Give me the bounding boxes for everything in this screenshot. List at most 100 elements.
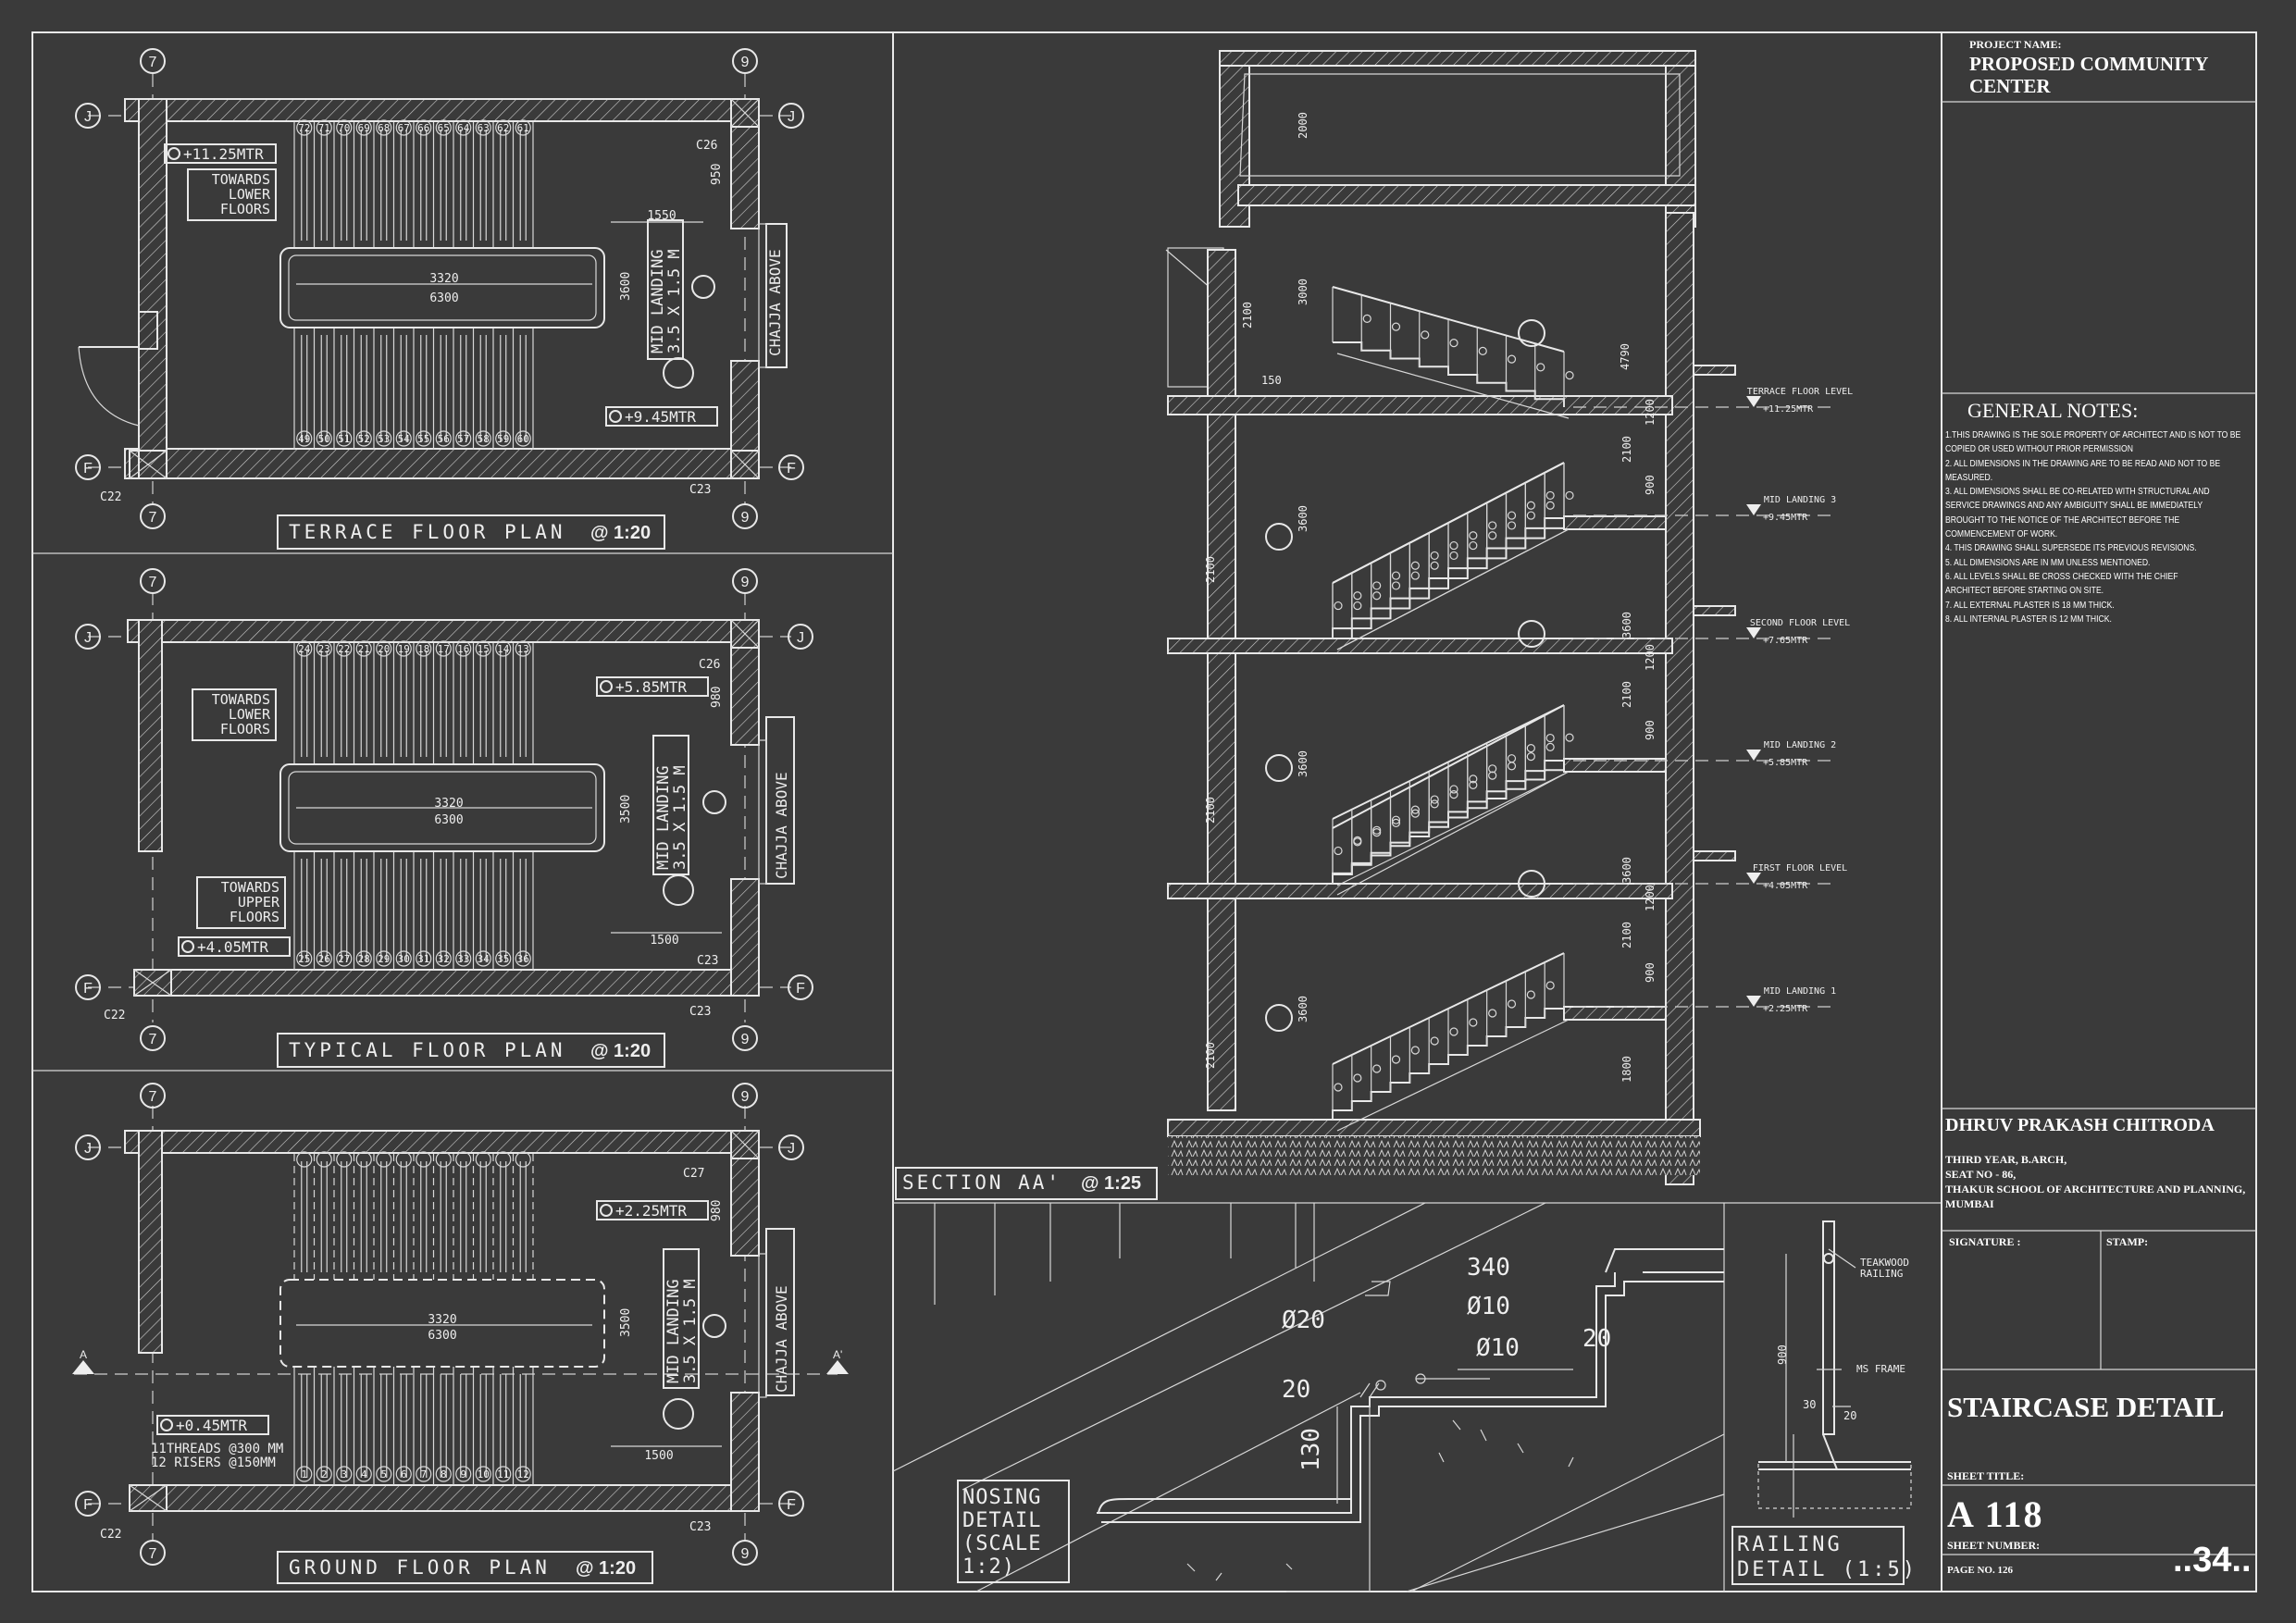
nosing-detail: 340 Ø10 Ø10 Ø20 20 20 130 NOSING DETAIL … <box>892 1202 1725 1592</box>
svg-text:J: J <box>84 630 92 646</box>
step-number: 10 <box>478 1468 490 1481</box>
svg-text:2100: 2100 <box>1204 1042 1217 1069</box>
svg-text:7: 7 <box>149 1032 157 1047</box>
step-number: 34 <box>478 953 490 965</box>
svg-text:MID LANDING: MID LANDING <box>664 1279 683 1383</box>
svg-text:TEAKWOOD: TEAKWOOD <box>1860 1257 1909 1269</box>
level-value: +4.05MTR <box>1763 881 1808 891</box>
step-number: 13 <box>517 643 529 655</box>
railing-detail: TEAKWOOD RAILING MS FRAME 900 30 20 RAIL… <box>1731 1220 1915 1585</box>
step-number: 29 <box>378 953 390 965</box>
step-number: 70 <box>338 122 350 134</box>
step-number: 61 <box>517 122 529 134</box>
step-number: 53 <box>378 433 390 445</box>
step-number: 8 <box>441 1468 447 1481</box>
svg-text:J: J <box>788 109 795 125</box>
svg-text:2000: 2000 <box>1297 112 1309 139</box>
level-value: +2.25MTR <box>1763 1004 1808 1014</box>
svg-text:130: 130 <box>1297 1428 1325 1471</box>
level-value: +7.65MTR <box>1763 636 1808 646</box>
svg-text:C23: C23 <box>689 1520 711 1534</box>
svg-text:NOSING: NOSING <box>962 1486 1041 1509</box>
svg-text:C27: C27 <box>683 1167 704 1181</box>
svg-text:J: J <box>797 630 804 646</box>
svg-text:FLOORS: FLOORS <box>220 201 270 217</box>
svg-text:F: F <box>787 461 796 477</box>
svg-text:3600: 3600 <box>1297 505 1309 532</box>
student-name: DHRUV PRAKASH CHITRODA <box>1945 1115 2215 1135</box>
svg-text:J: J <box>84 109 92 125</box>
level-name: FIRST FLOOR LEVEL <box>1753 863 1847 873</box>
svg-text:3320: 3320 <box>429 272 458 286</box>
svg-text:C22: C22 <box>100 490 121 504</box>
svg-text:9: 9 <box>741 1032 750 1047</box>
note-line: 1.THIS DRAWING IS THE SOLE PROPERTY OF A… <box>1945 430 2241 440</box>
step-number: 69 <box>358 122 370 134</box>
terrace-plan-title: TERRACE FLOOR PLAN <box>289 521 566 543</box>
svg-text:2100: 2100 <box>1204 556 1217 583</box>
svg-text:3600: 3600 <box>1620 612 1633 638</box>
svg-text:C26: C26 <box>696 139 717 153</box>
step-number: 14 <box>497 643 510 655</box>
svg-text:1:2): 1:2) <box>962 1555 1015 1579</box>
svg-text:F: F <box>787 1497 796 1513</box>
svg-text:3600: 3600 <box>1297 996 1309 1022</box>
project-name: PROPOSED COMMUNITY CENTER <box>1969 53 2209 97</box>
student-details: THIRD YEAR, B.ARCH, SEAT NO - 86, THAKUR… <box>1945 1153 2246 1210</box>
svg-text:C23: C23 <box>689 483 711 497</box>
svg-text:7: 7 <box>149 1089 157 1105</box>
svg-text:2100: 2100 <box>1241 302 1254 328</box>
step-number: 52 <box>358 433 370 445</box>
svg-text:F: F <box>83 1497 93 1513</box>
step-number: 28 <box>358 953 370 965</box>
level-value: +11.25MTR <box>1763 404 1814 415</box>
svg-text:RAILING: RAILING <box>1860 1268 1903 1280</box>
svg-text:1800: 1800 <box>1620 1056 1633 1083</box>
step-number: 30 <box>398 953 410 965</box>
svg-text:20: 20 <box>1843 1409 1856 1422</box>
page-number: PAGE NO. 126 <box>1947 1565 2013 1576</box>
grid-bubbles: 7 9 J J F F 7 9 <box>75 48 804 529</box>
typical-plan-title: TYPICAL FLOOR PLAN <box>289 1039 566 1061</box>
step-number: 26 <box>318 953 330 965</box>
step-number: 17 <box>438 643 450 655</box>
level-value: +5.85MTR <box>1763 758 1808 768</box>
svg-text:9: 9 <box>741 1546 750 1562</box>
step-number: 22 <box>338 643 350 655</box>
svg-text:F: F <box>83 981 93 997</box>
svg-text:Ø10: Ø10 <box>1476 1334 1520 1362</box>
step-number: 59 <box>497 433 509 445</box>
svg-text:3.5 X 1.5 M: 3.5 X 1.5 M <box>671 765 689 870</box>
svg-text:MID LANDING: MID LANDING <box>654 765 673 870</box>
note-line: SERVICE DRAWINGS AND ANY AMBIGUITY SHALL… <box>1945 501 2203 512</box>
svg-text:6300: 6300 <box>429 291 458 305</box>
svg-text:2100: 2100 <box>1620 436 1633 463</box>
svg-text:3500: 3500 <box>619 1308 633 1337</box>
svg-text:950: 950 <box>710 164 724 185</box>
note-line: 4. THIS DRAWING SHALL SUPERSEDE ITS PREV… <box>1945 543 2197 554</box>
step-number: 51 <box>338 433 350 445</box>
step-number: 63 <box>478 122 490 134</box>
sheet-title-label: SHEET TITLE: <box>1947 1469 2025 1482</box>
svg-text:+2.25MTR: +2.25MTR <box>615 1202 687 1220</box>
svg-text:C22: C22 <box>100 1528 121 1542</box>
svg-text:900: 900 <box>1644 962 1657 983</box>
step-number: 62 <box>497 122 509 134</box>
note-line: 8. ALL INTERNAL PLASTER IS 12 MM THICK. <box>1945 613 2112 625</box>
step-number: 36 <box>517 953 529 965</box>
step-number: 66 <box>417 122 429 134</box>
svg-text:3600: 3600 <box>619 272 633 301</box>
svg-text:9: 9 <box>741 510 750 526</box>
svg-text:A': A' <box>833 1348 842 1361</box>
svg-text:MID LANDING: MID LANDING <box>649 249 667 353</box>
svg-text:@ 1:25: @ 1:25 <box>1081 1173 1141 1194</box>
svg-text:1500: 1500 <box>650 934 678 948</box>
svg-text:CHAJJA ABOVE: CHAJJA ABOVE <box>773 772 790 879</box>
svg-text:900: 900 <box>1644 720 1657 740</box>
step-number: 4 <box>361 1468 367 1481</box>
step-number: 67 <box>398 122 410 134</box>
svg-text:980: 980 <box>710 687 724 708</box>
step-number: 64 <box>457 122 470 134</box>
